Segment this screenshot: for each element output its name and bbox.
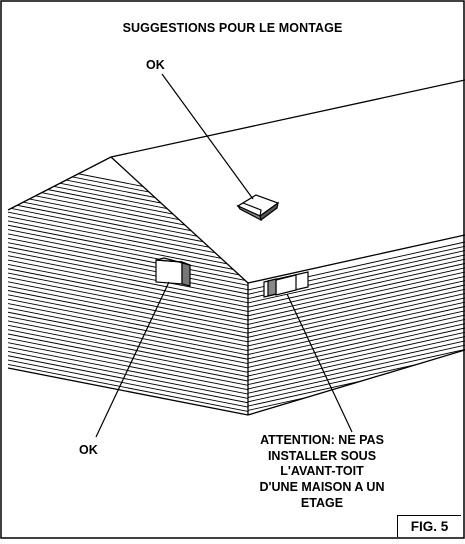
eave-sensor-unit — [263, 271, 309, 298]
warning-line: ATTENTION: NE PAS — [260, 433, 384, 447]
siding-line — [8, 216, 248, 264]
siding-line — [8, 342, 248, 391]
leader-lines — [95, 73, 353, 438]
siding-line — [8, 311, 248, 360]
siding-line — [8, 268, 248, 317]
siding-line — [8, 329, 248, 378]
siding-line — [248, 280, 465, 330]
siding-line — [8, 233, 248, 282]
gable-wall-siding — [8, 159, 248, 412]
siding-line — [8, 259, 248, 308]
siding-line — [8, 255, 248, 304]
warning-line: L'AVANT-TOIT — [280, 464, 364, 479]
wall-sensor-unit — [155, 257, 191, 287]
siding-line — [248, 275, 465, 325]
siding-line — [248, 310, 465, 360]
siding-line — [8, 220, 248, 269]
siding-line — [8, 364, 248, 412]
siding-line — [248, 387, 465, 415]
siding-line — [8, 224, 248, 273]
siding-line — [8, 159, 248, 208]
siding-line — [248, 306, 465, 355]
siding-line — [8, 172, 248, 221]
siding-line — [8, 350, 248, 399]
siding-line — [248, 314, 465, 364]
siding-line — [248, 318, 465, 368]
siding-line — [8, 263, 248, 312]
siding-line — [248, 301, 465, 351]
siding-line — [248, 383, 465, 415]
siding-line — [8, 211, 248, 260]
siding-line — [8, 277, 248, 325]
siding-line — [8, 163, 248, 212]
siding-line — [8, 355, 248, 404]
siding-line — [8, 194, 248, 243]
siding-line — [248, 340, 465, 390]
siding-line — [248, 323, 465, 373]
siding-line — [8, 298, 248, 347]
siding-line — [8, 303, 248, 351]
siding-line — [248, 349, 465, 398]
siding-line — [8, 190, 248, 238]
siding-line — [8, 250, 248, 299]
siding-line — [8, 337, 248, 386]
siding-line — [248, 331, 465, 381]
siding-line — [8, 181, 248, 230]
siding-line — [8, 246, 248, 295]
siding-line — [8, 307, 248, 356]
siding-line — [248, 267, 465, 317]
roof-outline — [7, 79, 465, 416]
siding-line — [8, 346, 248, 395]
siding-line — [8, 359, 248, 408]
siding-line — [8, 316, 248, 365]
siding-line — [8, 290, 248, 338]
label-ok-roof: OK — [146, 58, 165, 72]
siding-line — [248, 258, 465, 308]
roof-sensor-unit — [236, 194, 280, 222]
diagram-title: SUGGESTIONS POUR LE MONTAGE — [122, 21, 343, 35]
siding-line — [248, 288, 465, 338]
siding-line — [8, 176, 248, 225]
side-wall-siding — [248, 241, 465, 415]
siding-line — [8, 198, 248, 247]
siding-line — [248, 344, 465, 394]
siding-line — [248, 293, 465, 343]
siding-line — [8, 294, 248, 343]
siding-line — [8, 272, 248, 321]
siding-line — [8, 207, 248, 256]
siding-line — [248, 327, 465, 377]
warning-note: ATTENTION: NE PAS INSTALLER SOUS L'AVANT… — [226, 433, 418, 512]
siding-line — [8, 185, 248, 234]
siding-line — [248, 254, 465, 304]
warning-line: D'UNE MAISON A UN — [259, 480, 385, 495]
label-ok-wall: OK — [79, 443, 98, 457]
siding-line — [248, 284, 465, 334]
siding-line — [8, 237, 248, 286]
siding-line — [8, 281, 248, 330]
siding-line — [8, 333, 248, 382]
siding-line — [248, 271, 465, 321]
siding-line — [8, 320, 248, 369]
siding-line — [248, 263, 465, 312]
warning-line: INSTALLER SOUS — [267, 448, 377, 463]
siding-line — [248, 297, 465, 347]
siding-line — [8, 324, 248, 373]
siding-line — [8, 229, 248, 278]
warning-line: ETAGE — [300, 495, 344, 510]
siding-line — [8, 285, 248, 334]
siding-line — [248, 336, 465, 386]
siding-line — [8, 242, 248, 291]
figure-label: FIG. 5 — [397, 515, 461, 537]
siding-line — [8, 203, 248, 251]
